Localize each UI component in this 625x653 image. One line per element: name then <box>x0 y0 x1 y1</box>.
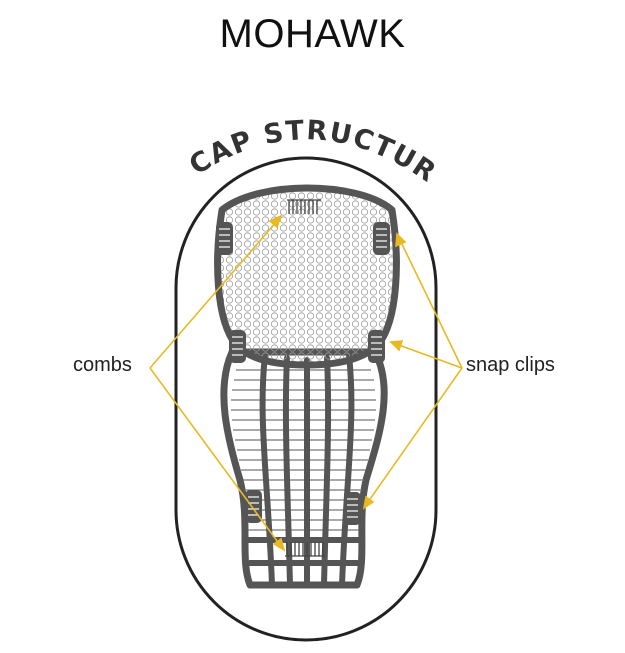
snap-clip-icon <box>373 222 390 255</box>
bottom-comb-icon <box>285 542 325 557</box>
snap-clip-icon <box>229 330 246 363</box>
cap-nape-bands <box>248 537 359 566</box>
combs-label: combs <box>73 354 132 376</box>
top-comb-icon <box>287 199 321 214</box>
snap-clip-icon <box>216 222 233 255</box>
page-title: MOHAWK <box>219 12 406 56</box>
snap-clips-pointer-lines <box>362 232 463 510</box>
snap-clip-icon <box>344 492 361 525</box>
combs-pointer-lines <box>149 214 286 552</box>
snap-clips-label: snap clips <box>466 354 555 376</box>
snap-clip-icon <box>368 330 385 363</box>
outer-outline <box>174 156 438 642</box>
arc-title: CAP STRUCTURE <box>0 0 442 189</box>
